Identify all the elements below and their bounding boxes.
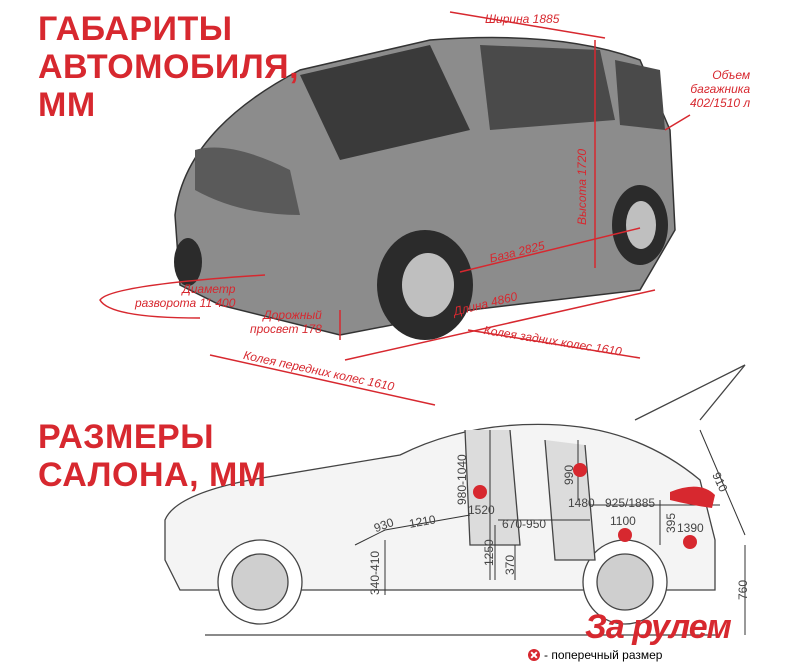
trunk-label-line-2: багажника bbox=[690, 82, 751, 96]
suv-exterior-drawing bbox=[174, 36, 676, 340]
exterior-title-line-3: ММ bbox=[38, 86, 96, 124]
width-label: Ширина 1885 bbox=[485, 12, 560, 26]
dim-340-410: 340-410 bbox=[368, 550, 382, 595]
transverse-markers bbox=[473, 463, 697, 549]
za-rulem-logo: За рулем bbox=[585, 608, 732, 646]
exterior-title-line-2: АВТОМОБИЛЯ, bbox=[38, 48, 300, 86]
dim-760: 760 bbox=[736, 579, 750, 600]
dim-925-1885: 925/1885 bbox=[605, 496, 656, 510]
interior-dimension-lines bbox=[354, 429, 746, 635]
dim-370: 370 bbox=[503, 554, 517, 575]
legend: - поперечный размер bbox=[528, 648, 662, 662]
legend-text: - поперечный размер bbox=[544, 648, 663, 662]
dim-395: 395 bbox=[664, 512, 678, 533]
exterior-title: ГАБАРИТЫ АВТОМОБИЛЯ, ММ bbox=[38, 10, 299, 124]
trunk-volume-shape bbox=[670, 486, 715, 508]
exterior-dimension-arrows bbox=[99, 11, 691, 406]
clearance-label-line-1: Дорожный bbox=[263, 308, 322, 322]
turning-label-line-2: разворота 11 400 bbox=[135, 296, 236, 310]
interior-title-line-2: САЛОНА, ММ bbox=[38, 456, 267, 494]
dim-1100: 1100 bbox=[610, 514, 636, 528]
interior-title: РАЗМЕРЫ САЛОНА, ММ bbox=[38, 418, 267, 494]
dim-990: 990 bbox=[562, 464, 576, 485]
dim-1250: 1250 bbox=[482, 539, 496, 566]
height-label: Высота 1720 bbox=[575, 148, 589, 225]
exterior-title-line-1: ГАБАРИТЫ bbox=[38, 10, 233, 48]
trunk-label: Объем багажника 402/1510 л bbox=[690, 68, 750, 110]
trunk-label-line-3: 402/1510 л bbox=[690, 96, 751, 110]
turning-diameter-label: Диаметр разворота 11 400 bbox=[135, 282, 235, 310]
dim-1480: 1480 bbox=[568, 496, 595, 510]
trunk-label-line-1: Объем bbox=[712, 68, 751, 82]
dim-1390: 1390 bbox=[677, 521, 704, 535]
dim-980-1040: 980-1040 bbox=[455, 454, 469, 505]
clearance-label: Дорожный просвет 178 bbox=[250, 308, 322, 336]
transverse-marker-icon bbox=[528, 649, 540, 661]
clearance-label-line-2: просвет 178 bbox=[250, 322, 322, 336]
interior-title-line-1: РАЗМЕРЫ bbox=[38, 418, 215, 456]
turning-label-line-1: Диаметр bbox=[182, 282, 236, 296]
dim-1520: 1520 bbox=[468, 503, 495, 517]
dim-670-950: 670-950 bbox=[502, 517, 547, 531]
